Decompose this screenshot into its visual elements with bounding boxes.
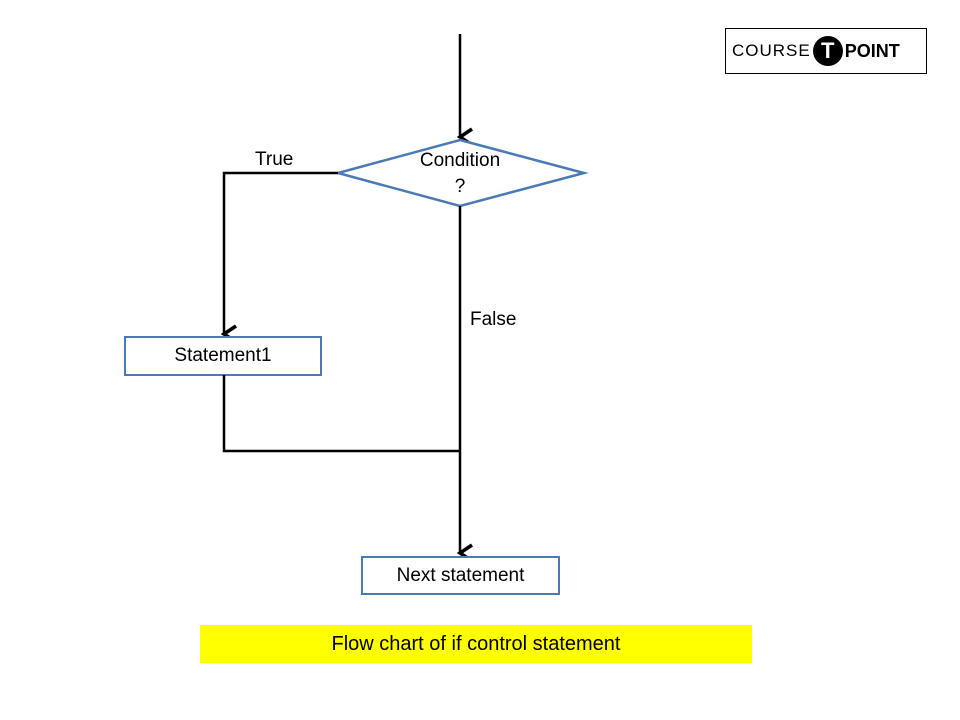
decision-label: Condition ? [380, 148, 540, 200]
decision-label-line1: Condition [419, 150, 501, 171]
logo-word-course: COURSE [732, 41, 811, 60]
next-statement-box [361, 556, 560, 595]
false-branch-label: False [470, 309, 517, 330]
logo-word-point: POINT [844, 40, 900, 61]
coursetpoint-logo: COURSE T POINT [725, 28, 927, 74]
statement1-merge-connector [222, 375, 460, 453]
statement1-label: Statement1 [174, 345, 272, 366]
true-branch-label: True [255, 149, 294, 170]
logo-t-icon: T [812, 36, 843, 66]
true-branch-connector [220, 171, 338, 344]
caption-highlight [200, 625, 752, 663]
decision-label-line2: ? [454, 176, 466, 197]
next-statement-label: Next statement [396, 564, 525, 586]
caption-text: Flow chart of if control statement [331, 632, 621, 655]
